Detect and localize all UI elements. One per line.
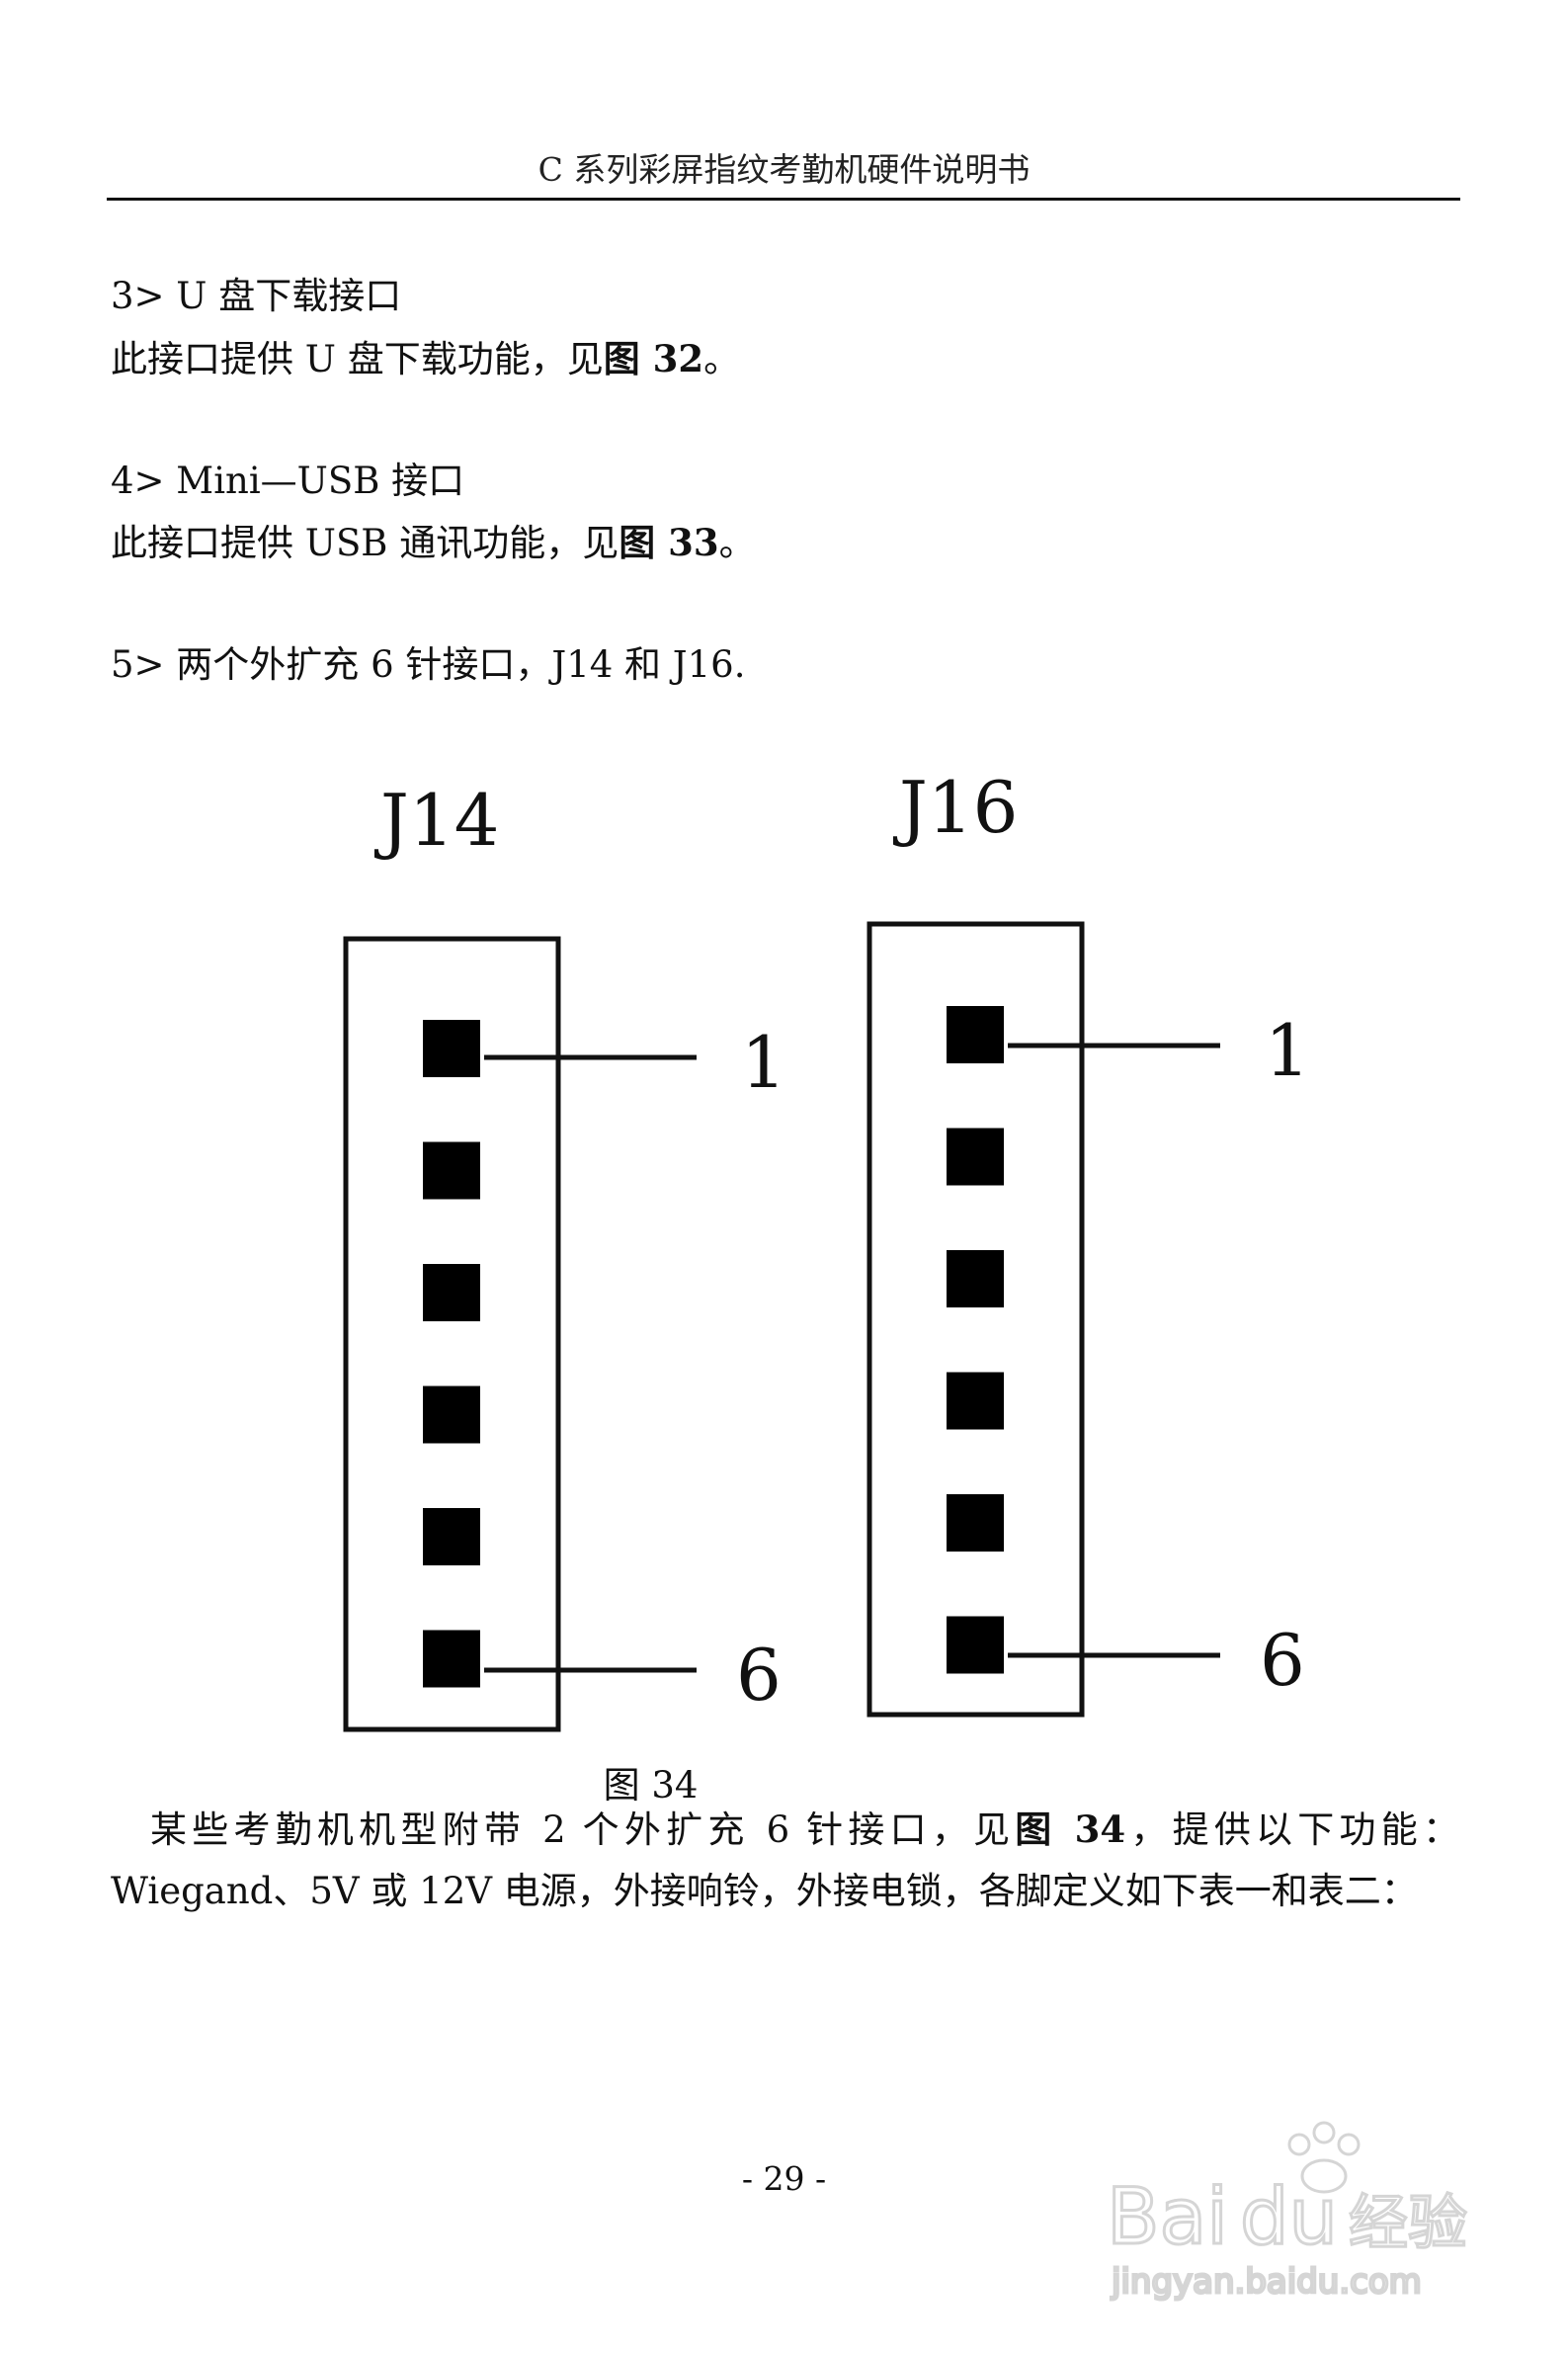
connector-j14-label: J14 <box>373 779 499 862</box>
connector-j16-pins <box>947 1006 1004 1674</box>
section-5-title: 5> 两个外扩充 6 针接口，J14 和 J16. <box>111 643 746 686</box>
section-4-body-pre: 此接口提供 USB 通讯功能，见 <box>111 522 619 564</box>
connector-j16-pin-first: 1 <box>1265 1009 1310 1092</box>
connector-j16-housing <box>867 921 1085 1718</box>
connector-j16: J16 1 6 <box>867 766 1310 1718</box>
watermark-url: jingyan.baidu.com <box>1111 2262 1422 2302</box>
connector-j14-pin-3 <box>423 1264 480 1321</box>
connector-j14-pin-4 <box>423 1386 480 1444</box>
connector-j14-pin-1 <box>423 1020 480 1077</box>
connector-j14-housing <box>343 936 561 1732</box>
section-4-body-post: 。 <box>718 522 756 564</box>
watermark-brand-cn: 经验 <box>1349 2189 1467 2258</box>
watermark-brand-du: du <box>1240 2173 1338 2262</box>
connector-j16-pin-last: 6 <box>1260 1619 1305 1702</box>
connector-j16-pin-2 <box>947 1128 1004 1186</box>
connector-j16-label: J16 <box>892 766 1018 849</box>
header-rule <box>107 198 1460 201</box>
connector-j14-pin-last: 6 <box>736 1634 782 1717</box>
connector-j14-pin-6 <box>423 1630 480 1688</box>
body-post: ，提供以下功能：Wiegand、5V 或 12V 电源，外接响铃，外接电锁，各脚… <box>111 1808 1459 1912</box>
baidu-watermark-logo: Bai du 经验 jingyan.baidu.com <box>1107 2121 1469 2303</box>
connector-j14: J14 1 6 <box>343 779 786 1732</box>
connector-j14-pin-2 <box>423 1141 480 1200</box>
watermark-brand: Bai <box>1107 2173 1228 2262</box>
section-4-body: 此接口提供 USB 通讯功能，见图 33。 <box>111 518 756 568</box>
page-number: - 29 - <box>741 2159 827 2198</box>
section-3-body-pre: 此接口提供 U 盘下载功能，见 <box>111 338 604 380</box>
connector-j16-pin-4 <box>947 1372 1004 1430</box>
connector-diagram: J14 1 6 J16 1 6 <box>343 766 1310 1732</box>
section-3-body-post: 。 <box>703 338 741 380</box>
body-paragraph: 某些考勤机机型附带 2 个外扩充 6 针接口，见图 34，提供以下功能：Wieg… <box>111 1799 1459 1922</box>
figure-32-ref: 图 32 <box>603 337 704 380</box>
connector-j16-pin-5 <box>947 1494 1004 1552</box>
connector-j16-pin-3 <box>947 1250 1004 1307</box>
document-header: C 系列彩屏指纹考勤机硬件说明书 <box>537 150 1031 189</box>
section-3-body: 此接口提供 U 盘下载功能，见图 32。 <box>111 334 740 384</box>
connector-j16-pin-1 <box>947 1006 1004 1063</box>
connector-j14-pins <box>423 1020 480 1688</box>
figure-33-ref: 图 33 <box>619 521 719 564</box>
body-pre: 某些考勤机机型附带 2 个外扩充 6 针接口，见 <box>150 1808 1016 1851</box>
figure-caption: 图 34 <box>603 1764 699 1807</box>
connector-j16-pin-6 <box>947 1616 1004 1674</box>
connector-j14-pin-5 <box>423 1508 480 1565</box>
connector-j14-pin-first: 1 <box>741 1021 786 1104</box>
figure-34-ref: 图 34 <box>1015 1807 1126 1851</box>
section-4-title: 4> Mini—USB 接口 <box>111 460 465 502</box>
section-3-title: 3> U 盘下载接口 <box>111 275 402 317</box>
paw-icon <box>1287 2121 1361 2194</box>
